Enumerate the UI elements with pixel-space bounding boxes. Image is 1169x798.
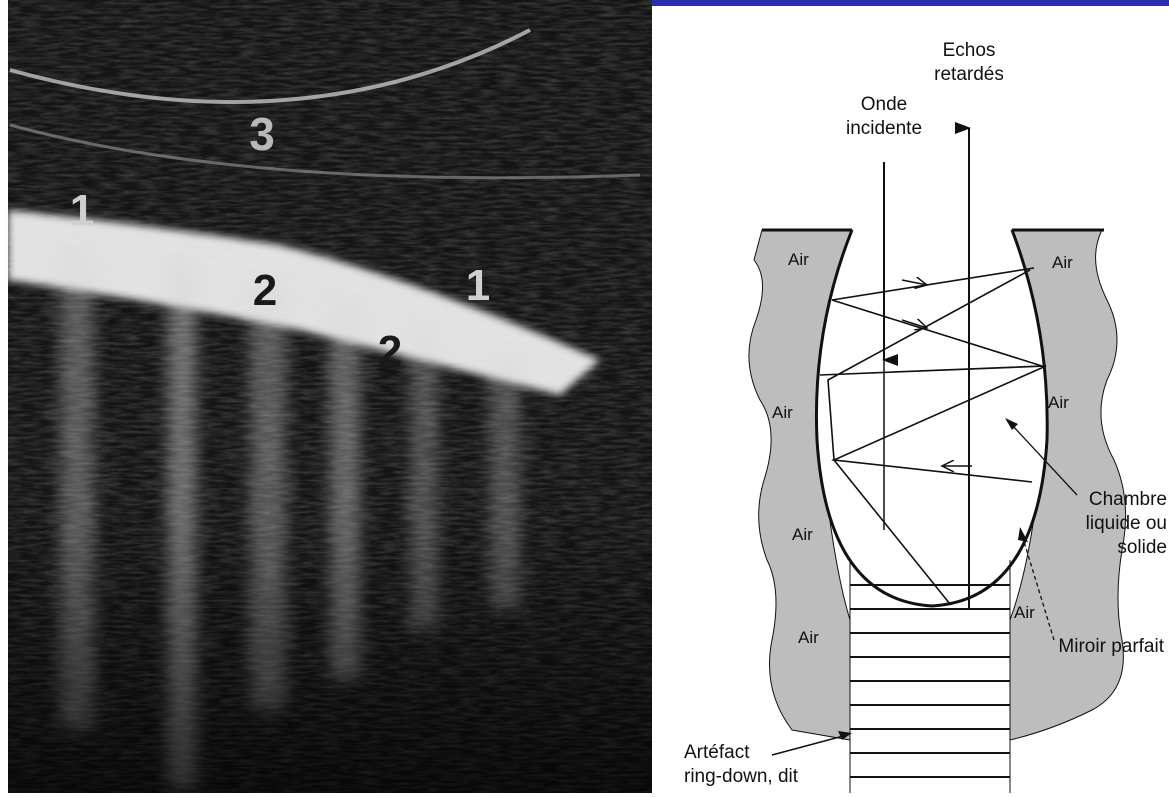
label-2-left: 2: [253, 266, 277, 315]
label-liquide-ou: liquide ou: [1086, 513, 1167, 534]
air-label-1: Air: [788, 250, 809, 269]
air-label-5: Air: [792, 525, 813, 544]
artifact-pointer: [772, 735, 847, 755]
label-echos: Echos: [943, 40, 996, 61]
air-label-7: Air: [798, 628, 819, 647]
label-miroir-parfait: Miroir parfait: [1058, 636, 1164, 657]
air-label-4: Air: [1048, 393, 1069, 412]
air-label-2: Air: [1052, 253, 1073, 272]
label-incidente: incidente: [846, 118, 922, 139]
ring-down-diagram-panel: Echos retardés Onde incidente Air Air Ai…: [652, 0, 1169, 793]
label-1-right: 1: [466, 261, 490, 310]
label-1-left: 1: [70, 186, 94, 235]
ring-down-lines: [850, 585, 1010, 777]
label-2-right: 2: [378, 327, 402, 376]
air-label-3: Air: [772, 403, 793, 422]
label-ring-down: ring-down, dit: [684, 766, 799, 787]
top-accent-rule: [652, 0, 1169, 6]
ring-down-diagram: Echos retardés Onde incidente Air Air Ai…: [652, 0, 1169, 793]
air-label-6: Air: [1014, 603, 1035, 622]
label-solide: solide: [1117, 537, 1167, 558]
label-chambre: Chambre: [1089, 489, 1167, 510]
label-retardes: retardés: [934, 64, 1004, 85]
ultrasound-image-panel: 3 1 1 2 2: [0, 0, 652, 793]
label-3-fluid: 3: [249, 108, 275, 160]
label-artefact: Artéfact: [684, 742, 750, 763]
fluid-chamber: [816, 230, 1047, 606]
label-onde: Onde: [861, 94, 907, 115]
ultrasound-image: 3 1 1 2 2: [0, 0, 652, 793]
depth-shadow: [8, 520, 652, 793]
